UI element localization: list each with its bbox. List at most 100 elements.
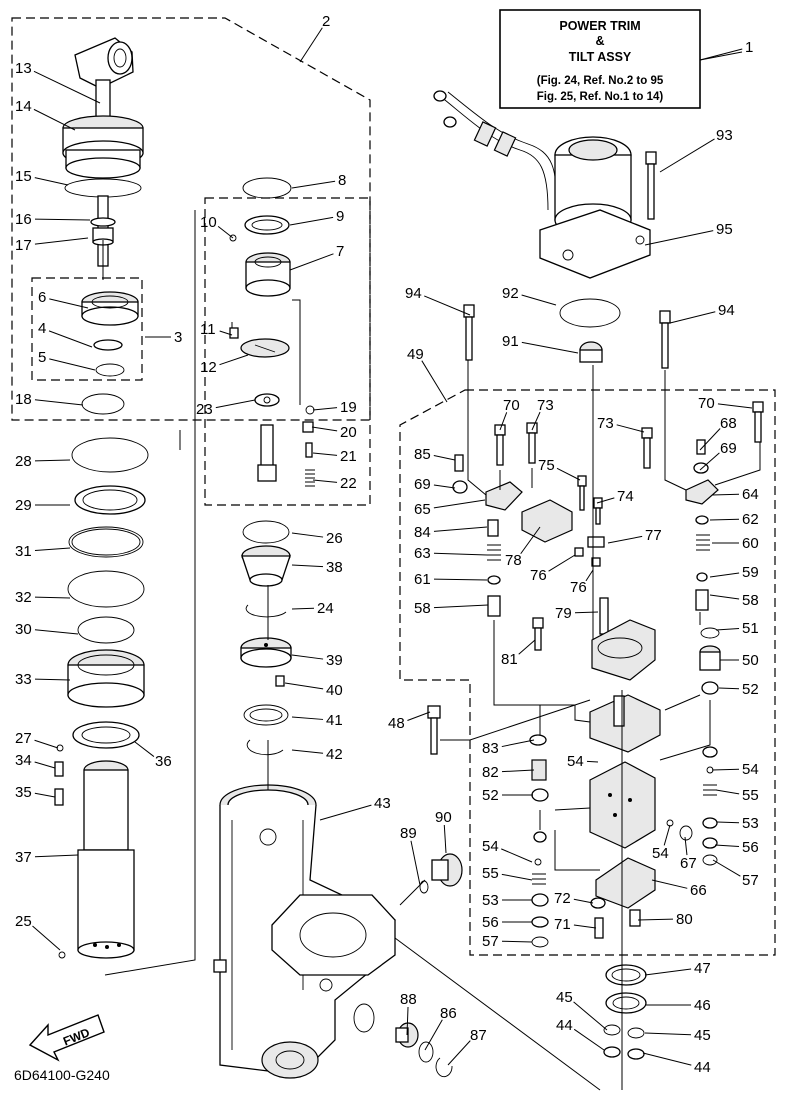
callout-leader — [291, 180, 336, 189]
callout-leader — [219, 354, 249, 366]
callout-number: 46 — [694, 997, 711, 1014]
callout-number: 54 — [482, 838, 499, 855]
callout-leader — [433, 484, 456, 489]
callout-number: 1 — [745, 39, 753, 56]
callout-number: 22 — [340, 475, 357, 492]
callout-number: 39 — [326, 652, 343, 669]
callout-80: 80 — [637, 911, 693, 928]
callout-leader — [585, 569, 594, 582]
cylinder-seals-column — [54, 437, 149, 959]
callout-leader — [715, 789, 740, 795]
callout-leader — [219, 330, 233, 336]
callout-number: 17 — [15, 237, 32, 254]
valve-parts-center — [229, 177, 315, 487]
callout-number: 45 — [694, 1027, 711, 1044]
callout-46: 46 — [645, 997, 711, 1014]
callout-number: 79 — [555, 605, 572, 622]
callout-34: 34 — [15, 752, 56, 769]
callout-leader — [659, 138, 715, 173]
callout-65: 65 — [414, 499, 486, 518]
callout-leader — [312, 452, 338, 456]
callout-75: 75 — [538, 457, 581, 481]
callout-number: 78 — [505, 552, 522, 569]
callout-69: 69 — [414, 476, 456, 493]
callout-21: 21 — [312, 448, 357, 465]
callout-number: 18 — [15, 391, 32, 408]
callout-92: 92 — [502, 285, 557, 306]
callout-leader — [299, 27, 323, 63]
callout-42: 42 — [291, 746, 343, 763]
callout-leader — [712, 859, 741, 877]
callout-17: 17 — [15, 237, 89, 254]
callout-leader — [291, 716, 324, 720]
callout-leader — [48, 330, 93, 348]
callout-77: 77 — [607, 527, 662, 544]
callout-leader — [33, 70, 101, 104]
callout-leader — [501, 848, 533, 863]
callout-35: 35 — [15, 784, 56, 801]
callout-leader — [718, 687, 740, 690]
callout-leader — [711, 768, 740, 771]
callout-leader — [520, 526, 541, 555]
callout-leader — [556, 467, 581, 481]
callout-53: 53 — [482, 892, 532, 909]
callout-number: 92 — [502, 285, 519, 302]
callout-73: 73 — [597, 415, 645, 433]
callout-76: 76 — [530, 554, 576, 584]
title-ref-1: (Fig. 24, Ref. No.2 to 95 — [537, 75, 664, 87]
callout-39: 39 — [291, 652, 343, 669]
callout-leader — [289, 253, 334, 271]
callout-12: 12 — [200, 354, 249, 376]
callout-leader — [284, 682, 324, 690]
callout-leader — [499, 412, 508, 431]
callout-number: 95 — [716, 221, 733, 238]
callout-32: 32 — [15, 589, 71, 606]
callout-leader — [607, 535, 643, 544]
callout-49: 49 — [407, 346, 448, 403]
callout-44: 44 — [642, 1052, 711, 1076]
callout-number: 8 — [338, 172, 346, 189]
callout-leader — [518, 639, 536, 655]
callout-number: 83 — [482, 740, 499, 757]
callout-number: 69 — [720, 440, 737, 457]
callout-leader — [217, 225, 234, 239]
callout-52: 52 — [482, 787, 533, 804]
callout-number: 35 — [15, 784, 32, 801]
callout-leader — [319, 804, 372, 821]
callout-60: 60 — [712, 535, 759, 552]
callout-leader — [709, 518, 740, 521]
callout-number: 54 — [567, 753, 584, 770]
callout-88: 88 — [400, 991, 417, 1036]
assembly-boundary-2 — [11, 17, 371, 421]
callout-leader — [669, 311, 716, 324]
center-column-parts — [240, 520, 292, 756]
callout-number: 19 — [340, 399, 357, 416]
callout-55: 55 — [482, 865, 533, 882]
callout-number: 43 — [374, 795, 391, 812]
drawing-code: 6D64100-G240 — [14, 1067, 110, 1083]
callout-leader — [34, 596, 71, 599]
callout-number: 44 — [694, 1059, 711, 1076]
callout-leader — [699, 452, 720, 471]
callout-number: 75 — [538, 457, 555, 474]
assembly-boundary-49 — [399, 389, 776, 956]
callout-28: 28 — [15, 453, 71, 470]
callout-leader — [573, 924, 597, 929]
callout-54: 54 — [711, 761, 759, 778]
callout-37: 37 — [15, 849, 79, 866]
callout-number: 11 — [200, 321, 216, 338]
title-leader — [699, 51, 743, 61]
callout-69: 69 — [699, 440, 737, 471]
callout-leader — [34, 739, 59, 749]
callout-number: 61 — [414, 571, 431, 588]
callout-leader — [521, 341, 579, 354]
callout-number: 51 — [742, 620, 759, 637]
callout-3: 3 — [145, 329, 182, 346]
callout-number: 84 — [414, 524, 431, 541]
callout-number: 69 — [414, 476, 431, 493]
callout-number: 60 — [742, 535, 759, 552]
callout-59: 59 — [709, 564, 759, 581]
callout-leader — [33, 108, 76, 131]
callout-leader — [586, 760, 599, 763]
callout-leader — [596, 497, 615, 504]
